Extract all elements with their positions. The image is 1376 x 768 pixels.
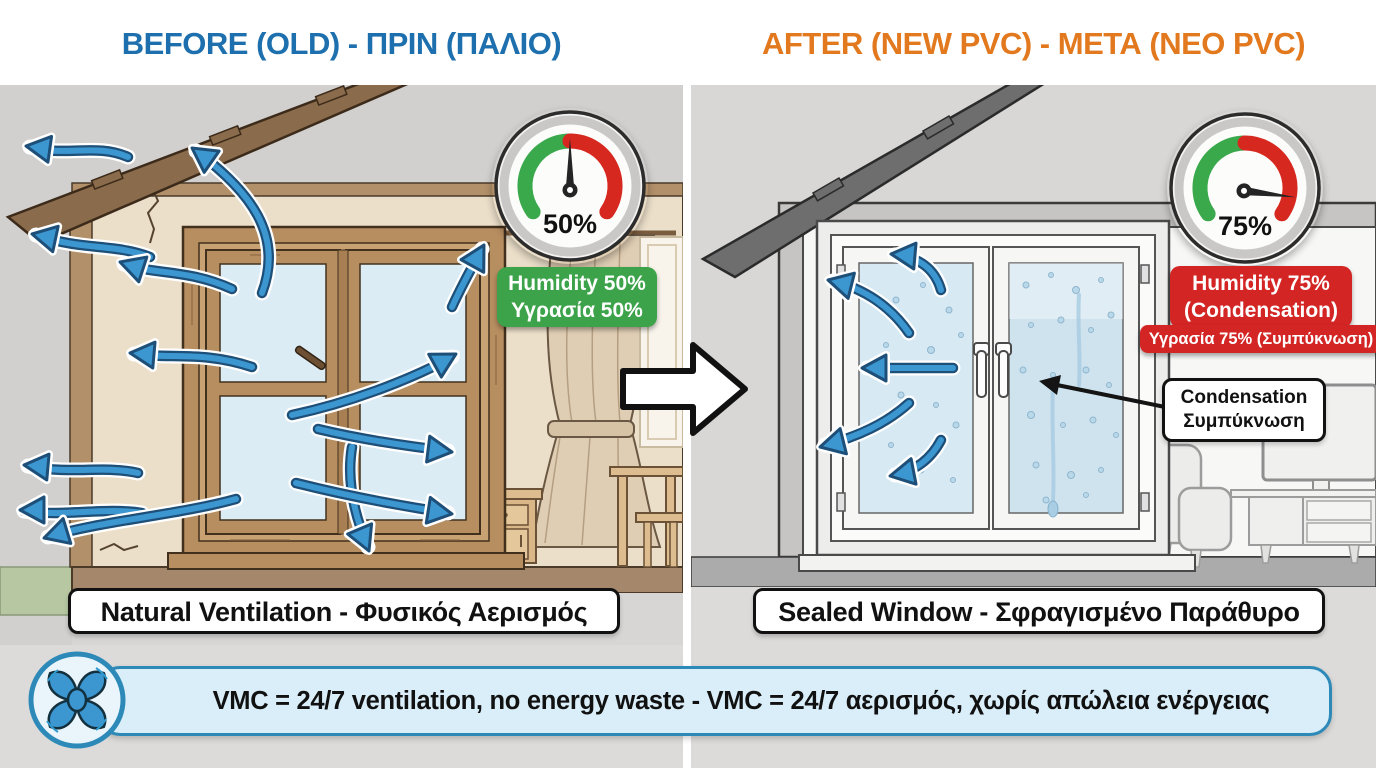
gauge-needle xyxy=(562,138,578,198)
condensation-droplets xyxy=(883,272,1119,518)
after-caption: Sealed Window - Σφραγισμένο Παράθυρο xyxy=(753,588,1325,634)
air-leak-arrow-icon xyxy=(284,343,462,423)
fan-icon xyxy=(28,651,126,749)
trapped-air-arrow-icon xyxy=(817,395,917,460)
condensation-callout: Condensation Συμπύκνωση xyxy=(1162,378,1326,442)
window-handle xyxy=(294,345,326,371)
humidity-after-en: Humidity 75% xyxy=(1192,272,1330,295)
trapped-air-arrow-icon xyxy=(888,432,949,489)
after-title: AFTER (NEW PVC) - ΜΕΤΑ (ΝΕΟ PVC) xyxy=(761,26,1306,61)
humidity-before-en: Humidity 50% xyxy=(508,272,646,295)
air-leak-arrow-icon xyxy=(310,421,454,465)
gauge-value-after: 75% xyxy=(1217,211,1273,241)
condensation-pointer-icon xyxy=(1039,375,1166,409)
windowsill xyxy=(798,554,1196,572)
trapped-air-arrow-icon xyxy=(890,241,949,298)
trapped-air-arrow-icon xyxy=(862,355,961,381)
gauge-value-before: 50% xyxy=(542,209,598,239)
condensation-callout-el: Συμπύκνωση xyxy=(1183,411,1305,432)
humidity-gauge-after: 75% xyxy=(1167,110,1323,266)
before-caption: Natural Ventilation - Φυσικός Αερισμός xyxy=(68,588,620,634)
air-leak-arrow-icon xyxy=(24,133,136,162)
air-leak-arrow-icon xyxy=(185,137,277,301)
air-leak-arrow-icon xyxy=(288,475,454,527)
trapped-air-arrow-icon xyxy=(825,267,917,341)
humidity-label-after: Humidity 75% (Condensation) Υγρασία 75% … xyxy=(1139,266,1376,353)
panel-divider xyxy=(683,85,691,768)
before-title: BEFORE (OLD) - ΠΡΙΝ (ΠΑΛΙΟ) xyxy=(121,26,562,61)
condensation-callout-en: Condensation xyxy=(1180,387,1308,408)
humidity-before-el: Υγρασία 50% xyxy=(511,299,643,322)
air-leak-arrow-icon xyxy=(29,221,158,265)
vmc-banner: VMC = 24/7 ventilation, no energy waste … xyxy=(98,666,1332,736)
air-leak-arrow-icon xyxy=(444,239,495,315)
windowsill xyxy=(167,552,525,570)
humidity-label-before: Humidity 50% Υγρασία 50% xyxy=(497,267,657,327)
transition-arrow-icon xyxy=(620,342,748,436)
new-roof xyxy=(700,85,1045,279)
humidity-after-paren: (Condensation) xyxy=(1184,299,1338,322)
humidity-after-main: Humidity 75% (Condensation) xyxy=(1170,266,1352,328)
air-leak-arrow-icon xyxy=(116,250,240,297)
air-leak-arrow-icon xyxy=(129,340,260,375)
air-leak-arrow-icon xyxy=(40,491,244,550)
humidity-after-el: Υγρασία 75% (Συμπύκνωση) xyxy=(1139,325,1376,353)
trapped-air-arrows xyxy=(817,241,961,489)
grass xyxy=(0,566,75,616)
side-table xyxy=(609,466,683,568)
air-leak-arrows xyxy=(20,133,495,556)
air-leak-arrow-icon xyxy=(20,497,150,523)
humidity-gauge-before: 50% xyxy=(492,108,648,264)
gauge-needle xyxy=(1236,183,1296,199)
air-leak-arrow-icon xyxy=(23,452,146,480)
